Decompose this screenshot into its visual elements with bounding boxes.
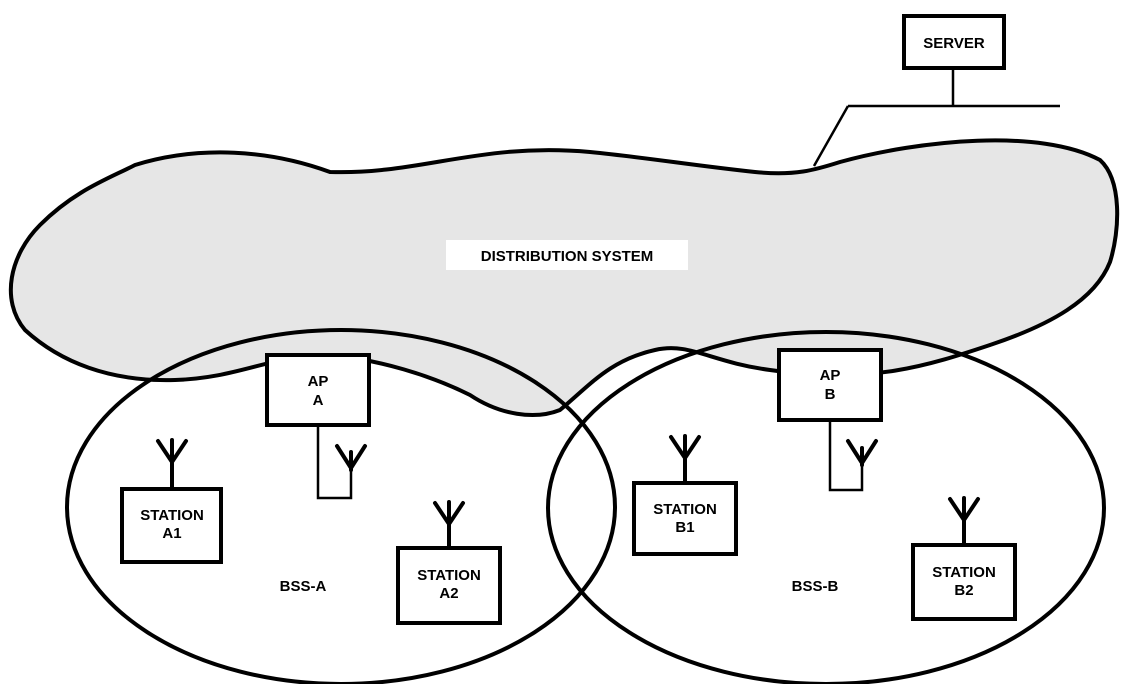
- distribution-system-cloud: [8, 138, 1120, 417]
- bss-b-ellipse: [546, 330, 1106, 684]
- bss-a-ellipse: [65, 328, 617, 684]
- ap-b-antenna-cable: [828, 420, 864, 492]
- station-b1-label-line2: B1: [675, 519, 694, 536]
- ap-a-antenna-cable: [316, 425, 353, 500]
- station-b1: STATION B1: [632, 481, 738, 556]
- bss-b-label: BSS-B: [792, 578, 839, 595]
- ap-a-label-line1: AP: [308, 373, 329, 390]
- server-node: SERVER: [902, 14, 1006, 70]
- station-a1-label-line1: STATION: [140, 507, 204, 524]
- station-b2-label-line1: STATION: [932, 564, 996, 581]
- ap-b-label-line1: AP: [820, 367, 841, 384]
- bss-a-label: BSS-A: [280, 578, 327, 595]
- backbone-line: [812, 70, 1060, 167]
- distribution-system-label: DISTRIBUTION SYSTEM: [481, 248, 654, 265]
- ap-b-antenna-icon: [846, 439, 878, 467]
- station-b1-antenna-icon: [669, 434, 701, 485]
- station-b2-label-line2: B2: [954, 582, 973, 599]
- ap-a-antenna-icon: [335, 444, 367, 472]
- station-a2-antenna-icon: [433, 500, 465, 550]
- station-a1: STATION A1: [120, 487, 223, 564]
- station-b2: STATION B2: [911, 543, 1017, 621]
- station-a1-label-line2: A1: [162, 525, 181, 542]
- access-point-b: AP B: [777, 348, 883, 422]
- server-label: SERVER: [923, 35, 985, 52]
- station-a2-label-line2: A2: [439, 585, 458, 602]
- station-a2-label-line1: STATION: [417, 567, 481, 584]
- station-a2: STATION A2: [396, 546, 502, 625]
- ap-b-label-line2: B: [825, 386, 836, 403]
- station-b1-label-line1: STATION: [653, 501, 717, 518]
- station-b2-antenna-icon: [948, 496, 980, 547]
- station-a1-antenna-icon: [156, 438, 188, 491]
- ap-a-label-line2: A: [313, 392, 324, 409]
- access-point-a: AP A: [265, 353, 371, 427]
- distribution-system-label-bg: [446, 240, 688, 270]
